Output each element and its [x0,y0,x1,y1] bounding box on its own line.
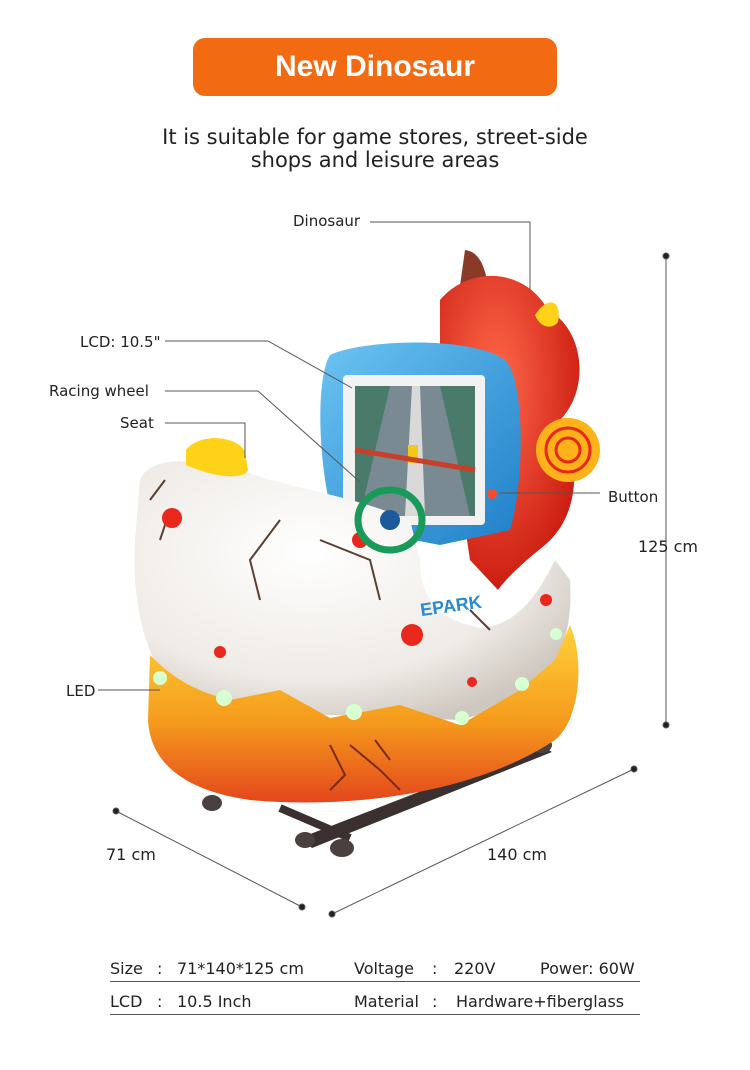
page-title: New Dinosaur [274,50,476,83]
dimension-lines [112,252,670,918]
callout-dinosaur: Dinosaur [293,212,361,230]
spec-voltage-value: 220V [454,959,496,978]
callout-seat: Seat [120,414,154,432]
callout-button: Button [608,488,659,506]
spec-size-value: 71*140*125 cm [177,959,304,978]
title-banner: New Dinosaur [193,38,557,96]
callout-lcd: LCD: 10.5" [80,333,161,351]
spec-material-label: Material [354,992,419,1011]
callout-lines [98,221,600,691]
spec-voltage-label: Voltage [354,959,415,978]
spec-lcd-label: LCD [110,992,143,1011]
spec-row-1: Size : 71*140*125 cm Voltage : 220V Powe… [0,959,750,979]
dimension-depth: 71 cm [106,845,156,864]
subtitle-line-1: It is suitable for game stores, street-s… [162,125,588,149]
spec-separator: : [432,959,438,978]
spec-size-label: Size [110,959,143,978]
spec-separator: : [157,959,163,978]
callout-led: LED [66,682,96,700]
spec-divider [110,1014,640,1015]
spec-separator: : [157,992,163,1011]
racing-wheel [354,486,426,554]
spec-material-value: Hardware+fiberglass [456,992,625,1011]
spec-row-2: LCD : 10.5 Inch Material : Hardware+fibe… [0,992,750,1012]
spec-power: Power: 60W [540,959,635,978]
spec-divider [110,981,640,982]
dimension-height: 125 cm [638,537,699,556]
dimension-length: 140 cm [487,845,548,864]
subtitle: It is suitable for game stores, street-s… [0,126,750,172]
spec-separator: : [432,992,438,1011]
lava-base [148,625,579,803]
spec-lcd-value: 10.5 Inch [177,992,252,1011]
callout-racing-wheel: Racing wheel [49,382,149,400]
brand-logo: EPARK [419,592,483,620]
subtitle-line-2: shops and leisure areas [250,148,500,172]
egg-seat [134,438,571,720]
